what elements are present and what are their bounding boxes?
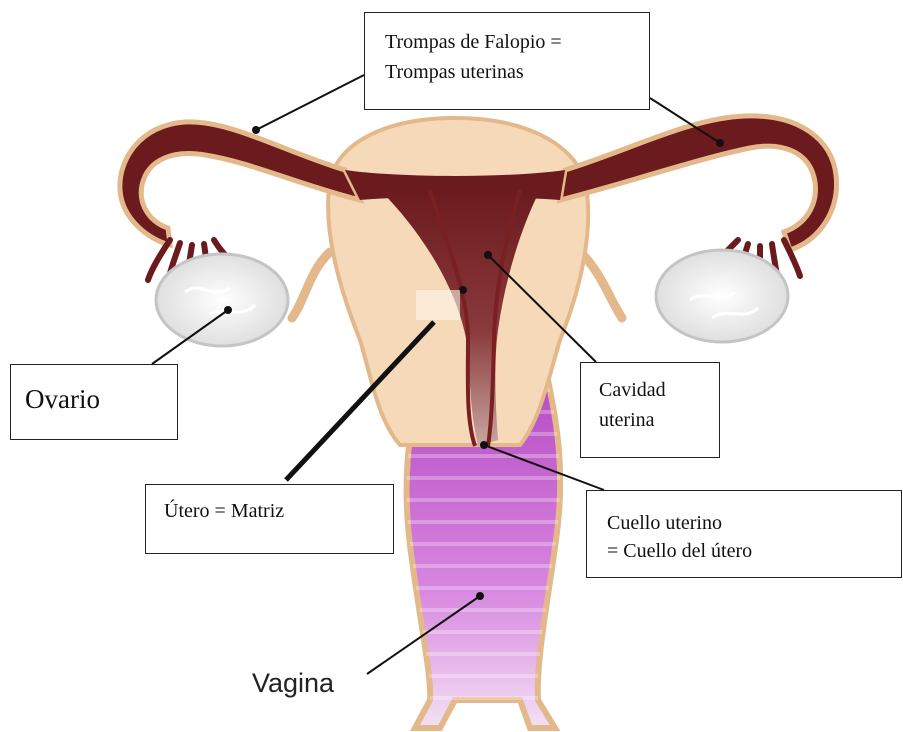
label-ovary: Ovario: [10, 364, 178, 440]
label-uterus: Útero = Matriz: [145, 484, 394, 554]
label-uterine-cavity-line1: Cavidad: [599, 375, 719, 405]
label-fallopian-tubes-line2: Trompas uterinas: [385, 57, 649, 87]
label-cervix-line2: = Cuello del útero: [607, 537, 901, 565]
label-ovary-text: Ovario: [25, 383, 177, 415]
ovary-left: [156, 254, 288, 346]
label-uterus-text: Útero = Matriz: [164, 497, 393, 525]
label-vagina: Vagina: [252, 668, 334, 699]
label-cervix: Cuello uterino = Cuello del útero: [586, 490, 902, 578]
label-fallopian-tubes-line1: Trompas de Falopio =: [385, 27, 649, 57]
label-cervix-line1: Cuello uterino: [607, 509, 901, 537]
label-uterine-cavity: Cavidad uterina: [580, 362, 720, 458]
ovary-right: [656, 250, 788, 342]
label-fallopian-tubes: Trompas de Falopio = Trompas uterinas: [364, 12, 650, 110]
label-uterine-cavity-line2: uterina: [599, 405, 719, 435]
